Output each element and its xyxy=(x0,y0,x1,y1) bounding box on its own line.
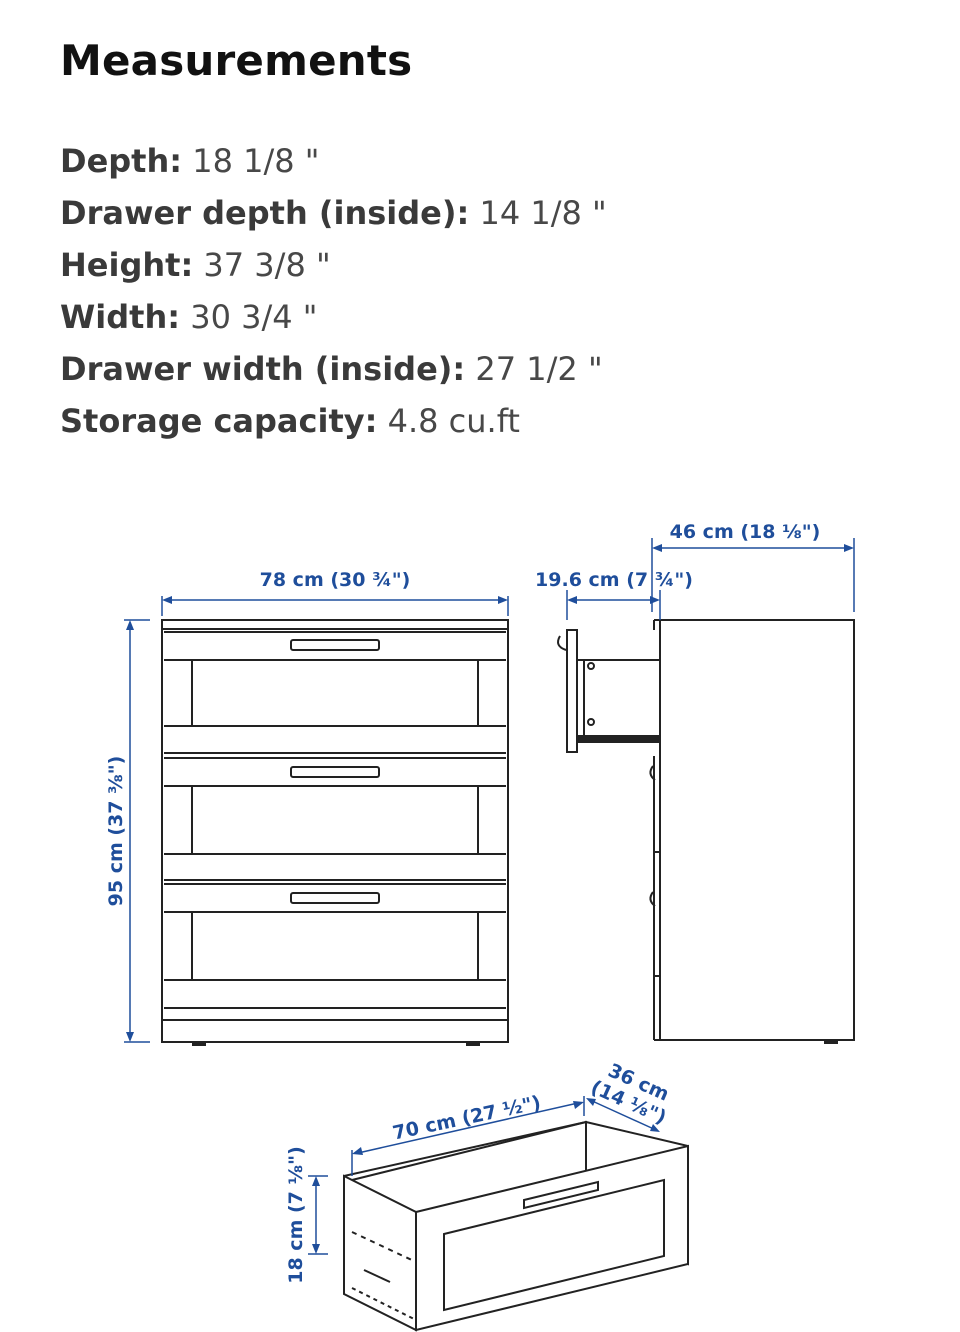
spec-label: Drawer width (inside): xyxy=(60,350,466,388)
side-depth-dimension: 46 cm (18 ⅛") xyxy=(651,521,855,612)
spec-label: Depth: xyxy=(60,142,183,180)
drawer-handle xyxy=(290,766,380,778)
spec-storage-capacity: Storage capacity: 4.8 cu.ft xyxy=(60,398,607,450)
spec-value: 4.8 cu.ft xyxy=(377,402,520,440)
drawer-extension-label: 19.6 cm (7 ¾") xyxy=(535,569,693,591)
page-title: Measurements xyxy=(60,36,413,85)
handle-side xyxy=(649,891,656,907)
spec-label: Height: xyxy=(60,246,194,284)
spec-value: 14 1/8 " xyxy=(469,194,607,232)
drawer-extension-dimension: 19.6 cm (7 ¾") xyxy=(535,569,693,620)
spec-label: Width: xyxy=(60,298,181,336)
front-height-label: 95 cm (37 ⅜") xyxy=(105,756,127,907)
dresser-side-panel xyxy=(659,619,855,1041)
spec-value: 18 1/8 " xyxy=(182,142,320,180)
spec-width: Width: 30 3/4 " xyxy=(60,294,607,346)
extended-drawer-front xyxy=(566,629,578,753)
dresser-foot xyxy=(192,1042,206,1046)
drawer-height-dimension: 18 cm (7 ⅛") xyxy=(285,1146,328,1284)
front-drawer-3 xyxy=(164,883,506,1009)
drawer-handle xyxy=(290,892,380,904)
side-view: 46 cm (18 ⅛") 19.6 cm (7 ¾") xyxy=(535,521,855,1044)
front-width-label: 78 cm (30 ¾") xyxy=(260,569,411,591)
spec-height: Height: 37 3/8 " xyxy=(60,242,607,294)
dresser-foot xyxy=(466,1042,480,1046)
drawer-handle xyxy=(523,1180,599,1210)
spec-label: Storage capacity: xyxy=(60,402,378,440)
front-view: 78 cm (30 ¾") 95 cm (37 ⅜") xyxy=(105,569,509,1046)
spec-drawer-width-inside: Drawer width (inside): 27 1/2 " xyxy=(60,346,607,398)
spec-value: 37 3/8 " xyxy=(193,246,331,284)
front-drawer-1 xyxy=(164,631,506,754)
front-height-dimension: 95 cm (37 ⅜") xyxy=(105,619,150,1043)
extended-drawer xyxy=(557,629,660,753)
drawer-depth-dimension: 36 cm (14 ⅛") xyxy=(586,1059,672,1132)
handle-side xyxy=(649,765,656,781)
spec-depth: Depth: 18 1/8 " xyxy=(60,138,607,190)
spec-drawer-depth-inside: Drawer depth (inside): 14 1/8 " xyxy=(60,190,607,242)
drawer-front xyxy=(415,1144,689,1332)
side-depth-label: 46 cm (18 ⅛") xyxy=(670,521,821,543)
drawer-height-label: 18 cm (7 ⅛") xyxy=(285,1146,307,1284)
front-drawer-2 xyxy=(164,757,506,881)
measurement-list: Depth: 18 1/8 " Drawer depth (inside): 1… xyxy=(60,138,607,450)
spec-value: 27 1/2 " xyxy=(465,350,603,388)
spec-label: Drawer depth (inside): xyxy=(60,194,470,232)
front-width-dimension: 78 cm (30 ¾") xyxy=(161,569,509,616)
drawer-perspective-view: 70 cm (27 ½") 36 cm (14 ⅛") 18 cm (7 ⅛") xyxy=(285,1059,689,1332)
spec-value: 30 3/4 " xyxy=(180,298,318,336)
drawer-handle xyxy=(290,639,380,651)
